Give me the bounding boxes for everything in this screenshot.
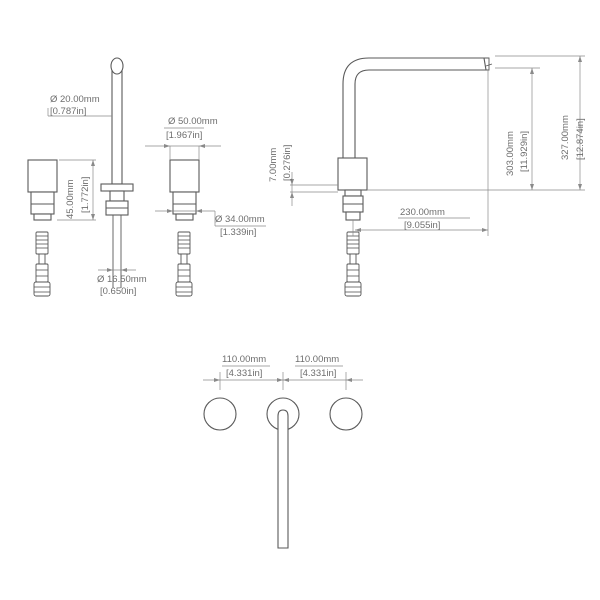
dim-shank-mm: Ø 16.50mm <box>97 274 147 285</box>
dim-handle-height-mm: 45.00mm <box>65 179 76 219</box>
spout-side-view <box>337 57 493 297</box>
dim-deck-thickness: 7.00mm [0.276in] <box>268 145 338 206</box>
wall-mount-view <box>203 397 363 549</box>
wall-spout <box>277 409 289 549</box>
dim-total-height: 327.00mm [12.874in] <box>495 55 586 190</box>
dim-handle-diameter-mm: Ø 50.00mm <box>168 116 218 127</box>
dim-spout-tube: Ø 20.00mm [0.787in] <box>47 94 112 117</box>
dim-deck-thickness-in: [0.276in] <box>282 145 293 181</box>
dim-total-height-in: [12.874in] <box>575 118 586 160</box>
dim-reach-mm: 230.00mm <box>400 207 445 218</box>
dim-reach: 230.00mm [9.055in] <box>352 70 489 236</box>
dim-shank-in: [0.650in] <box>100 286 136 297</box>
dim-total-height-mm: 327.00mm <box>560 115 571 160</box>
dim-outlet-height: 303.00mm [11.929in] <box>367 67 585 191</box>
dim-outlet-height-mm: 303.00mm <box>505 131 516 176</box>
dim-handle-diameter-in: [1.967in] <box>166 130 202 141</box>
dim-deck-thickness-mm: 7.00mm <box>268 148 279 182</box>
dim-base-diameter-in: [1.339in] <box>220 227 256 238</box>
dim-base-diameter-mm: Ø 34.00mm <box>215 214 265 225</box>
right-handle-rosette <box>329 397 363 431</box>
dim-spacing-left-mm: 110.00mm <box>222 354 266 365</box>
left-handle-front <box>27 159 58 297</box>
dim-spacing-right-in: [4.331in] <box>300 368 336 379</box>
dim-shank: Ø 16.50mm [0.650in] <box>97 268 147 297</box>
dim-spout-tube-mm: Ø 20.00mm <box>50 94 100 105</box>
dim-outlet-height-in: [11.929in] <box>519 131 530 172</box>
left-handle-rosette <box>203 397 237 431</box>
dim-base-diameter: Ø 34.00mm [1.339in] <box>155 209 266 238</box>
right-handle-front <box>169 159 200 297</box>
spout-side-hose <box>344 231 362 297</box>
dim-spout-tube-in: [0.787in] <box>50 106 86 117</box>
dim-handle-diameter: Ø 50.00mm [1.967in] <box>145 116 221 160</box>
dim-spacing-right-mm: 110.00mm <box>295 354 339 365</box>
right-handle-hose <box>175 231 193 297</box>
dim-spacing: 110.00mm [4.331in] 110.00mm [4.331in] <box>203 354 363 390</box>
dim-reach-in: [9.055in] <box>404 220 440 231</box>
dim-handle-height-in: [1.772in] <box>80 177 91 213</box>
dim-spacing-left-in: [4.331in] <box>226 368 262 379</box>
dim-handle-height: 45.00mm [1.772in] <box>57 159 96 221</box>
left-handle-hose <box>33 231 51 297</box>
spout-front <box>100 57 134 288</box>
